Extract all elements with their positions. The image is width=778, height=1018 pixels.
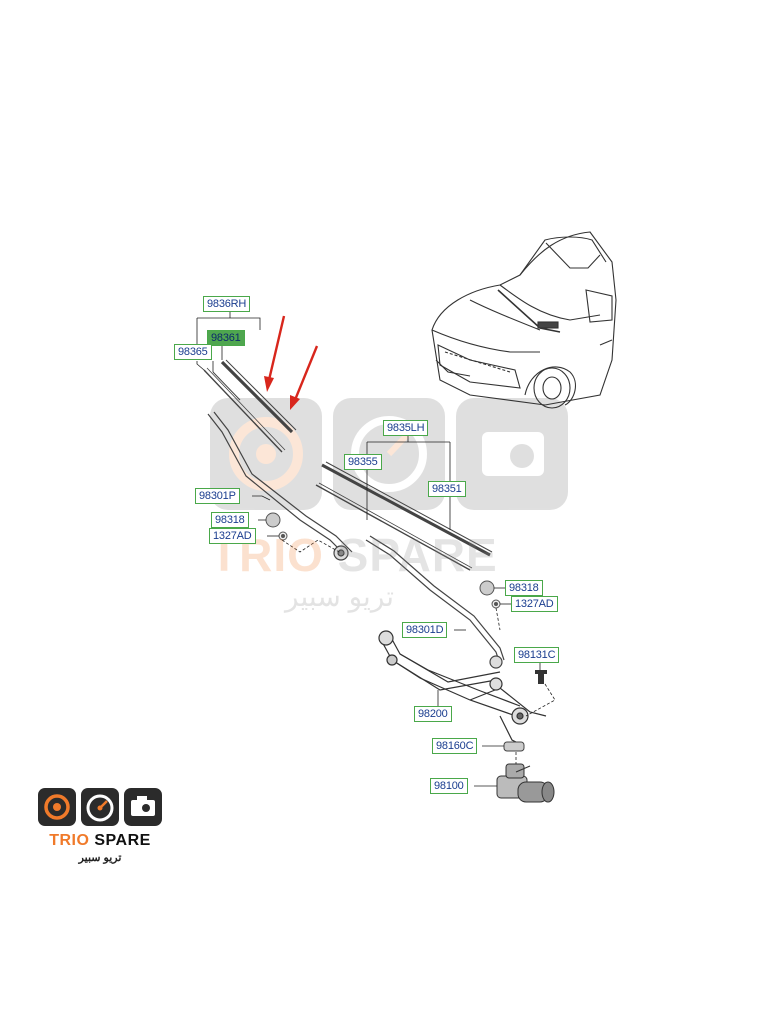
label-98355: 98355 (344, 454, 382, 470)
speedometer-icon (81, 788, 119, 826)
engine-icon (124, 788, 162, 826)
highlight-arrows (264, 315, 319, 410)
leader-lines (196, 310, 556, 787)
label-98160c: 98160C (432, 738, 478, 754)
label-98200: 98200 (414, 706, 452, 722)
crank-arm (503, 741, 525, 752)
trio-spare-logo: TRIO SPARE تريو سبير (38, 788, 162, 868)
label-98365: 98365 (174, 344, 212, 360)
caps-and-nuts (265, 512, 547, 684)
watermark-arabic: تريو سبير (285, 581, 395, 612)
wiper-motor (496, 763, 555, 803)
label-98131c: 98131C (514, 647, 560, 663)
speaker-icon (38, 788, 76, 826)
label-98318-right: 98318 (505, 580, 543, 596)
lh-blade-assembly (315, 461, 493, 571)
watermark-logo (210, 398, 568, 510)
label-98351: 98351 (428, 481, 466, 497)
wiper-linkage (378, 630, 547, 745)
lh-wiper-arm (365, 535, 505, 669)
label-98100: 98100 (430, 778, 468, 794)
car-illustration (431, 231, 617, 409)
rh-blade-assembly (203, 359, 297, 453)
label-1327ad-left: 1327AD (209, 528, 256, 544)
label-9836rh: 9836RH (203, 296, 251, 312)
label-98361: 98361 (207, 330, 245, 346)
label-98301d: 98301D (402, 622, 448, 638)
label-98301p: 98301P (195, 488, 240, 504)
watermark-brand: TRIO SPARE (210, 529, 498, 581)
label-98318-left: 98318 (211, 512, 249, 528)
rh-wiper-arm (207, 411, 353, 561)
logo-brand-text: TRIO SPARE (49, 832, 151, 849)
label-1327ad-right: 1327AD (511, 596, 558, 612)
logo-arabic-text: تريو سبير (78, 852, 122, 864)
label-9835lh: 9835LH (383, 420, 429, 436)
